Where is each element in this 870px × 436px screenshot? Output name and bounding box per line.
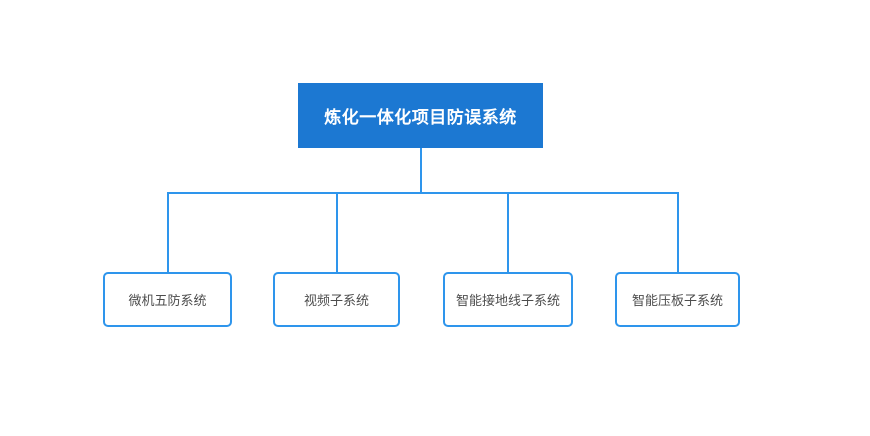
- child-node-label: 智能压板子系统: [631, 293, 723, 308]
- child-node-smart-grounding-wire[interactable]: 智能接地线子系统: [443, 272, 573, 327]
- root-node[interactable]: 炼化一体化项目防误系统: [298, 83, 543, 148]
- connector-drop-1: [166, 192, 169, 272]
- connector-drop-2: [335, 192, 338, 272]
- child-node-label: 视频子系统: [303, 293, 369, 308]
- connector-drop-4: [676, 192, 679, 272]
- connector-horizontal: [166, 192, 679, 194]
- child-node-label: 微机五防系统: [128, 293, 207, 308]
- child-node-smart-pressure-plate[interactable]: 智能压板子系统: [615, 272, 740, 327]
- connector-root-stem: [419, 148, 422, 193]
- connector-drop-3: [507, 192, 509, 272]
- child-node-label: 智能接地线子系统: [455, 293, 560, 308]
- child-node-wuji-wufang[interactable]: 微机五防系统: [103, 272, 232, 327]
- root-node-label: 炼化一体化项目防误系统: [324, 108, 517, 127]
- child-node-video-subsystem[interactable]: 视频子系统: [273, 272, 400, 327]
